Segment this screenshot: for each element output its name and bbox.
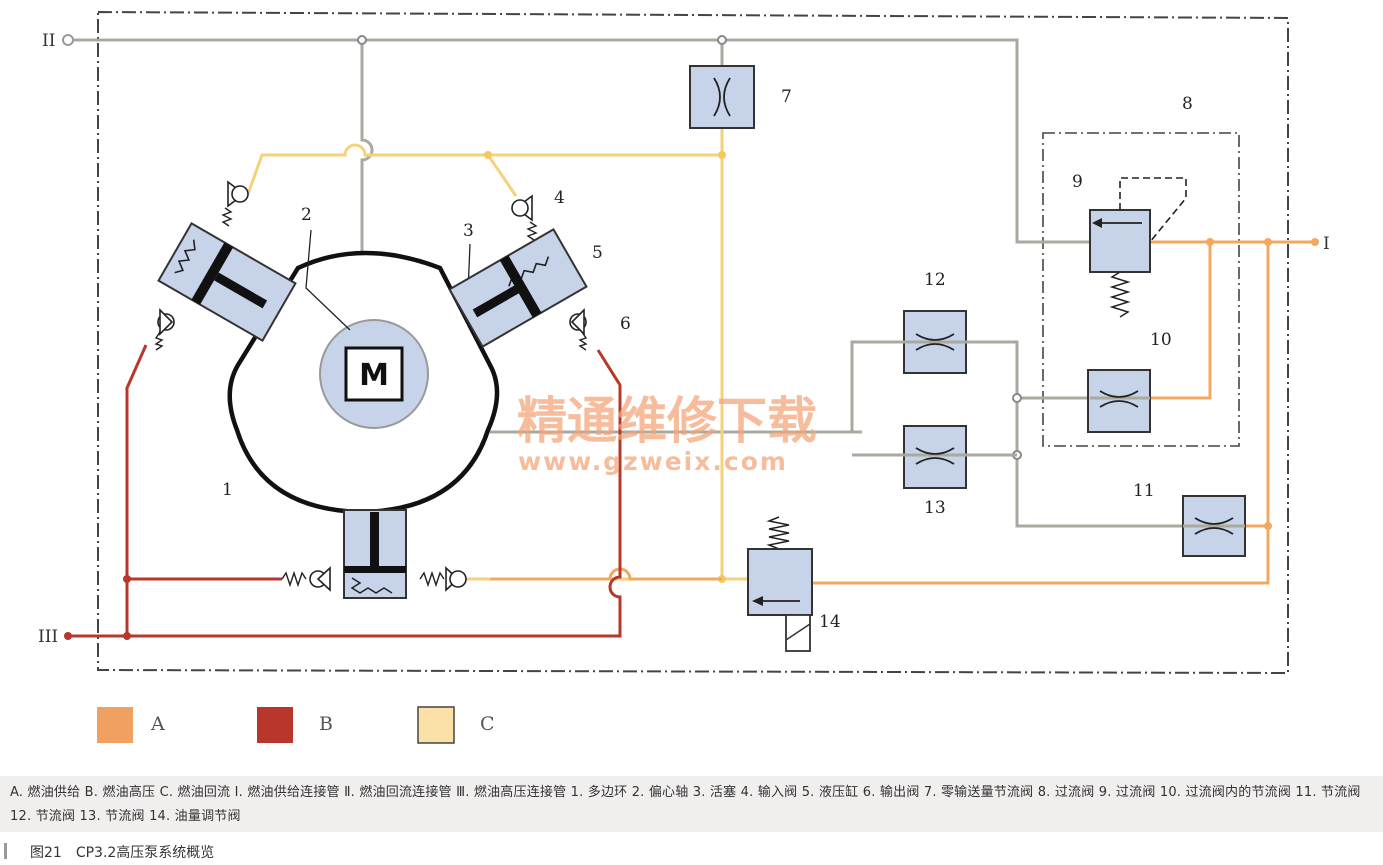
throttle-10 <box>1087 369 1151 433</box>
part-number: 8 <box>1182 94 1193 114</box>
caption-background <box>0 776 1383 832</box>
inlet-valve-4 <box>511 194 538 241</box>
motor-box <box>344 346 404 402</box>
throttle-13 <box>852 425 1017 489</box>
system-boundary <box>97 10 1289 675</box>
part-number: 11 <box>1133 481 1155 501</box>
outlet-valve-6 <box>569 308 588 351</box>
part-number-labels: 1 2 3 4 5 6 7 8 9 10 11 12 13 14 <box>222 87 1193 632</box>
leader-line-2 <box>305 229 351 331</box>
port-III-marker <box>64 632 72 640</box>
figure-title: CP3.2高压泵系统概览 <box>75 845 215 861</box>
legend-label-B: B <box>319 713 333 735</box>
part-number: 14 <box>819 612 841 632</box>
junction <box>123 575 131 583</box>
color-legend: A B C <box>97 706 495 744</box>
quantity-control-valve-14 <box>747 516 813 652</box>
check-valve <box>281 566 331 592</box>
legend-swatch-C <box>417 706 455 744</box>
cylinder-left <box>157 222 297 342</box>
junction <box>123 632 131 640</box>
legend-swatch-A <box>97 707 133 743</box>
figure-caption: 图21 CP3.2高压泵系统概览 <box>30 842 228 862</box>
legend-swatch-B <box>257 707 293 743</box>
zero-delivery-throttle-7 <box>689 65 755 129</box>
figure-number: 图21 <box>30 845 62 861</box>
junction <box>1012 393 1022 403</box>
part-number: 12 <box>924 270 946 290</box>
overflow-valve-9 <box>1089 177 1187 318</box>
port-I-marker <box>1311 238 1319 246</box>
check-valve <box>419 566 467 592</box>
cylinder-bottom <box>343 509 407 599</box>
part-number: 4 <box>554 188 565 208</box>
part-number: 1 <box>222 480 233 500</box>
junction <box>718 151 726 159</box>
junction <box>484 151 492 159</box>
high-pressure-lines <box>68 344 622 638</box>
check-valve <box>154 308 175 351</box>
part-number: 3 <box>463 221 474 241</box>
cylinder-right <box>448 228 588 348</box>
part-number: 9 <box>1072 172 1083 192</box>
throttle-12 <box>852 310 1017 374</box>
port-II-marker <box>62 34 74 46</box>
junction <box>1206 238 1214 246</box>
caption-legend-text: A. 燃油供给 B. 燃油高压 C. 燃油回流 Ⅰ. 燃油供给连接管 Ⅱ. 燃油… <box>10 785 1361 824</box>
legend-label-A: A <box>150 713 165 735</box>
overflow-valve-group-boundary <box>1042 132 1240 447</box>
legend-label-C: C <box>480 713 495 735</box>
junction <box>1264 238 1272 246</box>
port-label-II: II <box>42 31 55 51</box>
motor-label: M <box>359 358 389 393</box>
junction <box>1264 522 1272 530</box>
part-number: 7 <box>781 87 792 107</box>
part-number: 10 <box>1150 330 1172 350</box>
part-number: 13 <box>924 498 946 518</box>
part-number: 2 <box>301 205 312 225</box>
part-number: 5 <box>592 243 603 263</box>
part-number: 6 <box>620 314 631 334</box>
check-valve <box>221 180 249 227</box>
junction <box>357 35 367 45</box>
figure-marker <box>4 843 7 859</box>
watermark-title: 精通维修下载 <box>517 392 817 450</box>
port-label-III: III <box>38 627 58 647</box>
port-label-I: I <box>1323 234 1330 254</box>
watermark-url: www.gzweix.com <box>518 447 788 476</box>
throttle-11 <box>1182 495 1246 557</box>
junction <box>717 35 727 45</box>
